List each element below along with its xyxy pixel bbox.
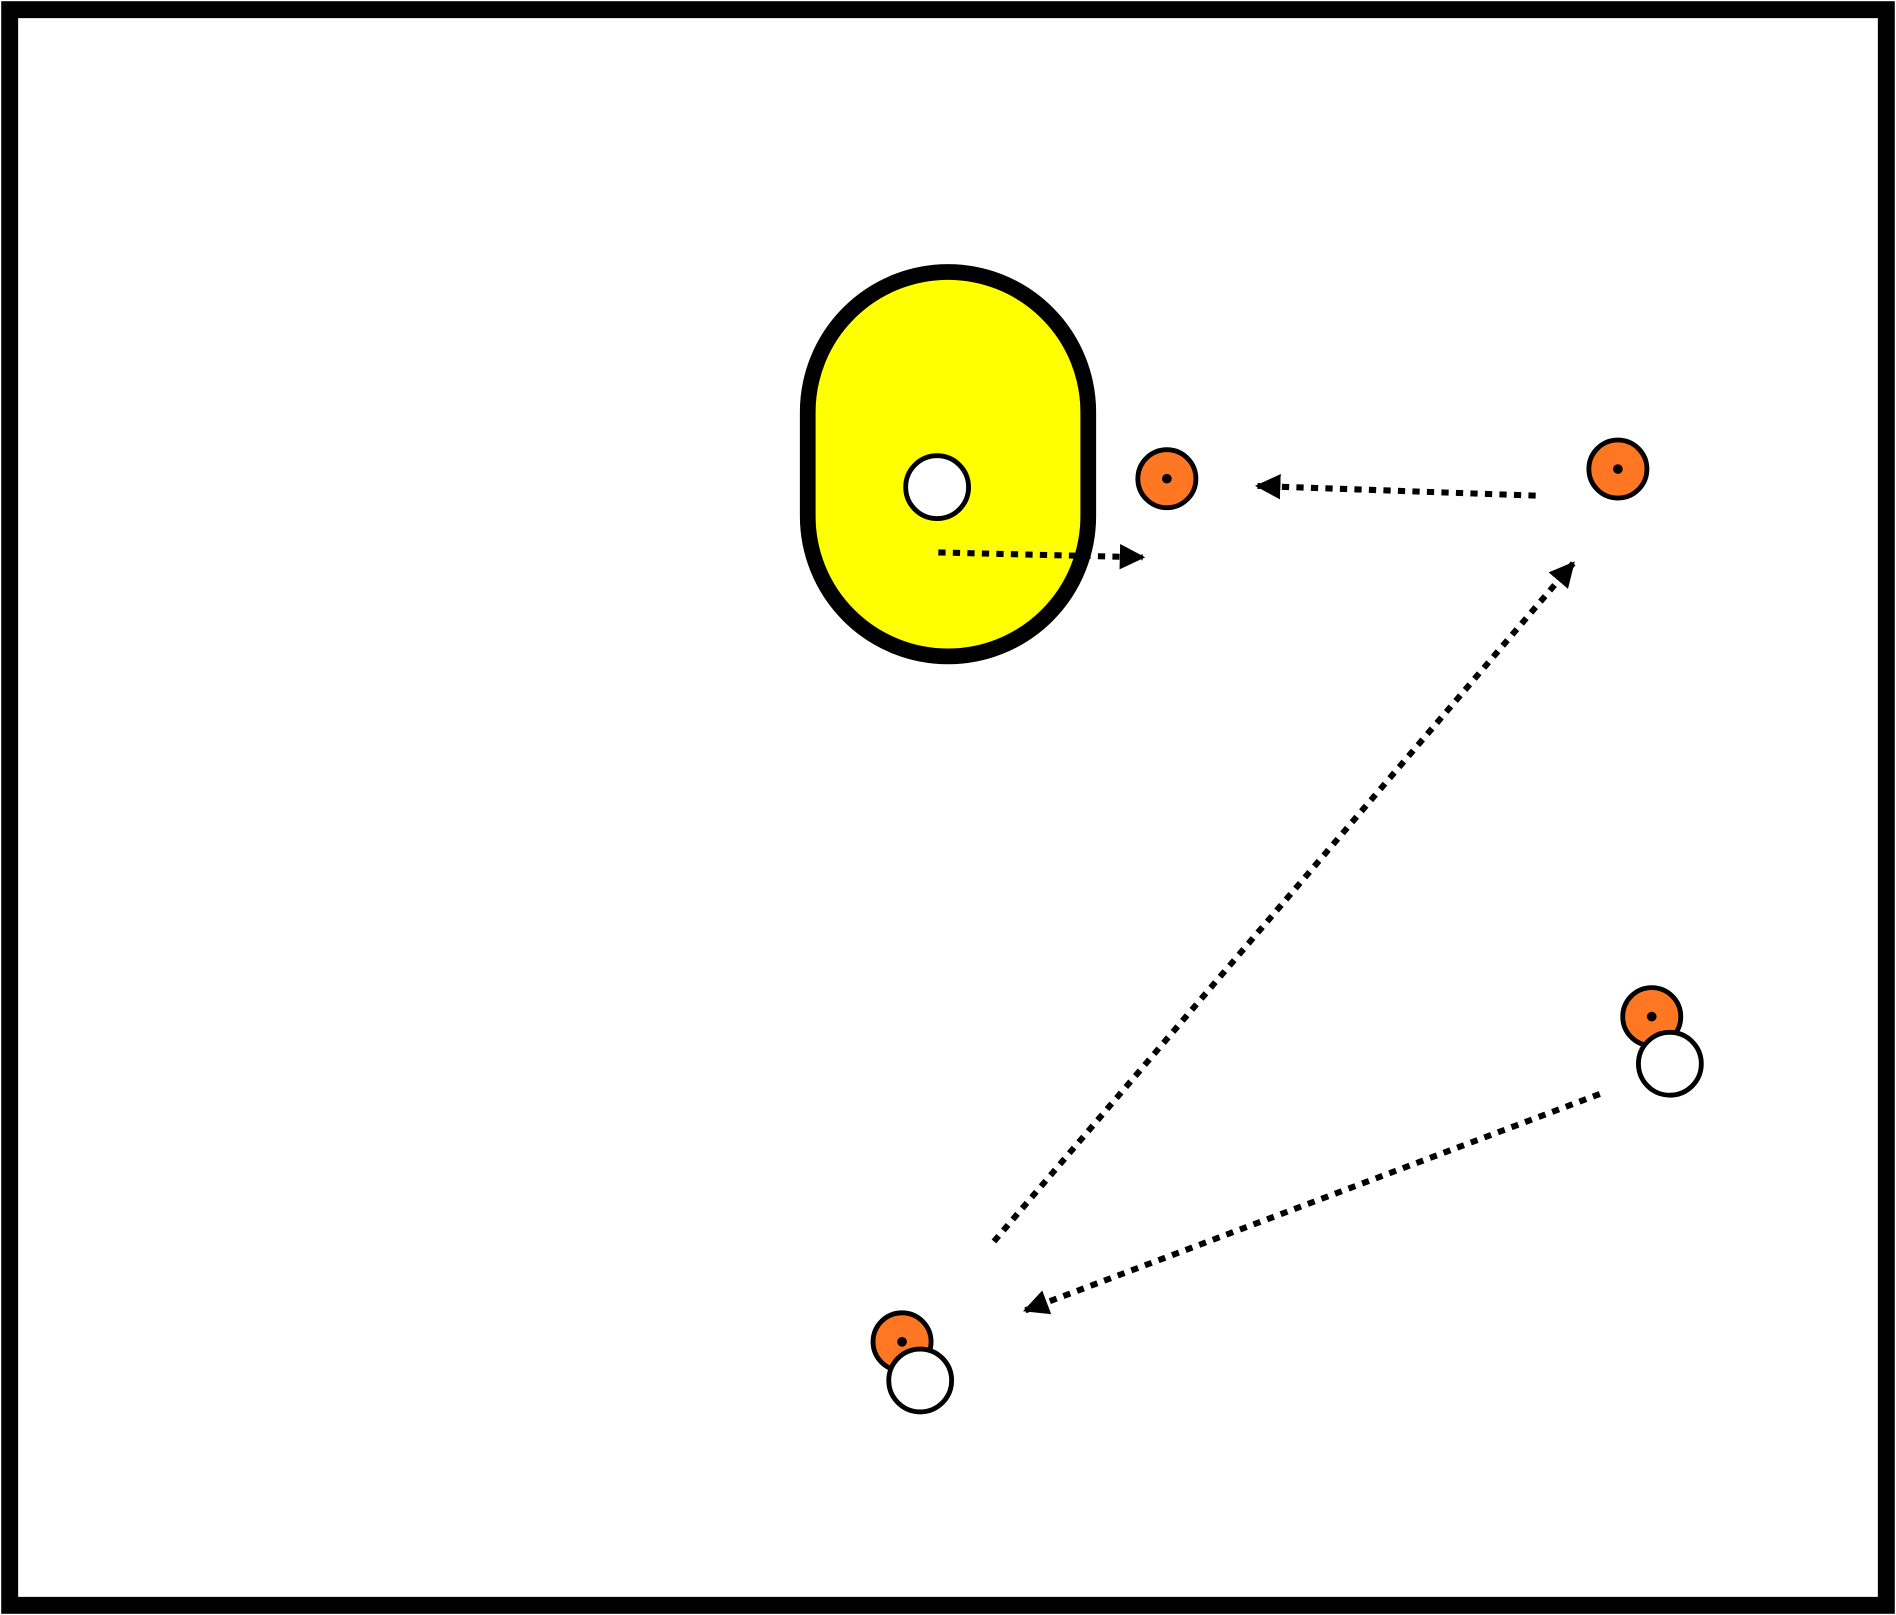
player-bottom: [886, 1346, 955, 1415]
cone-2: [1586, 437, 1650, 501]
player-in-zone: [903, 453, 971, 522]
player-right: [1636, 1029, 1704, 1098]
pass-zone-to-cone: [938, 544, 1146, 570]
run-diagonal-up: [991, 561, 1576, 1244]
run-right-to-left: [1255, 474, 1536, 500]
run-diagonal-down: [1023, 1091, 1601, 1315]
cone-1: [1135, 447, 1199, 511]
